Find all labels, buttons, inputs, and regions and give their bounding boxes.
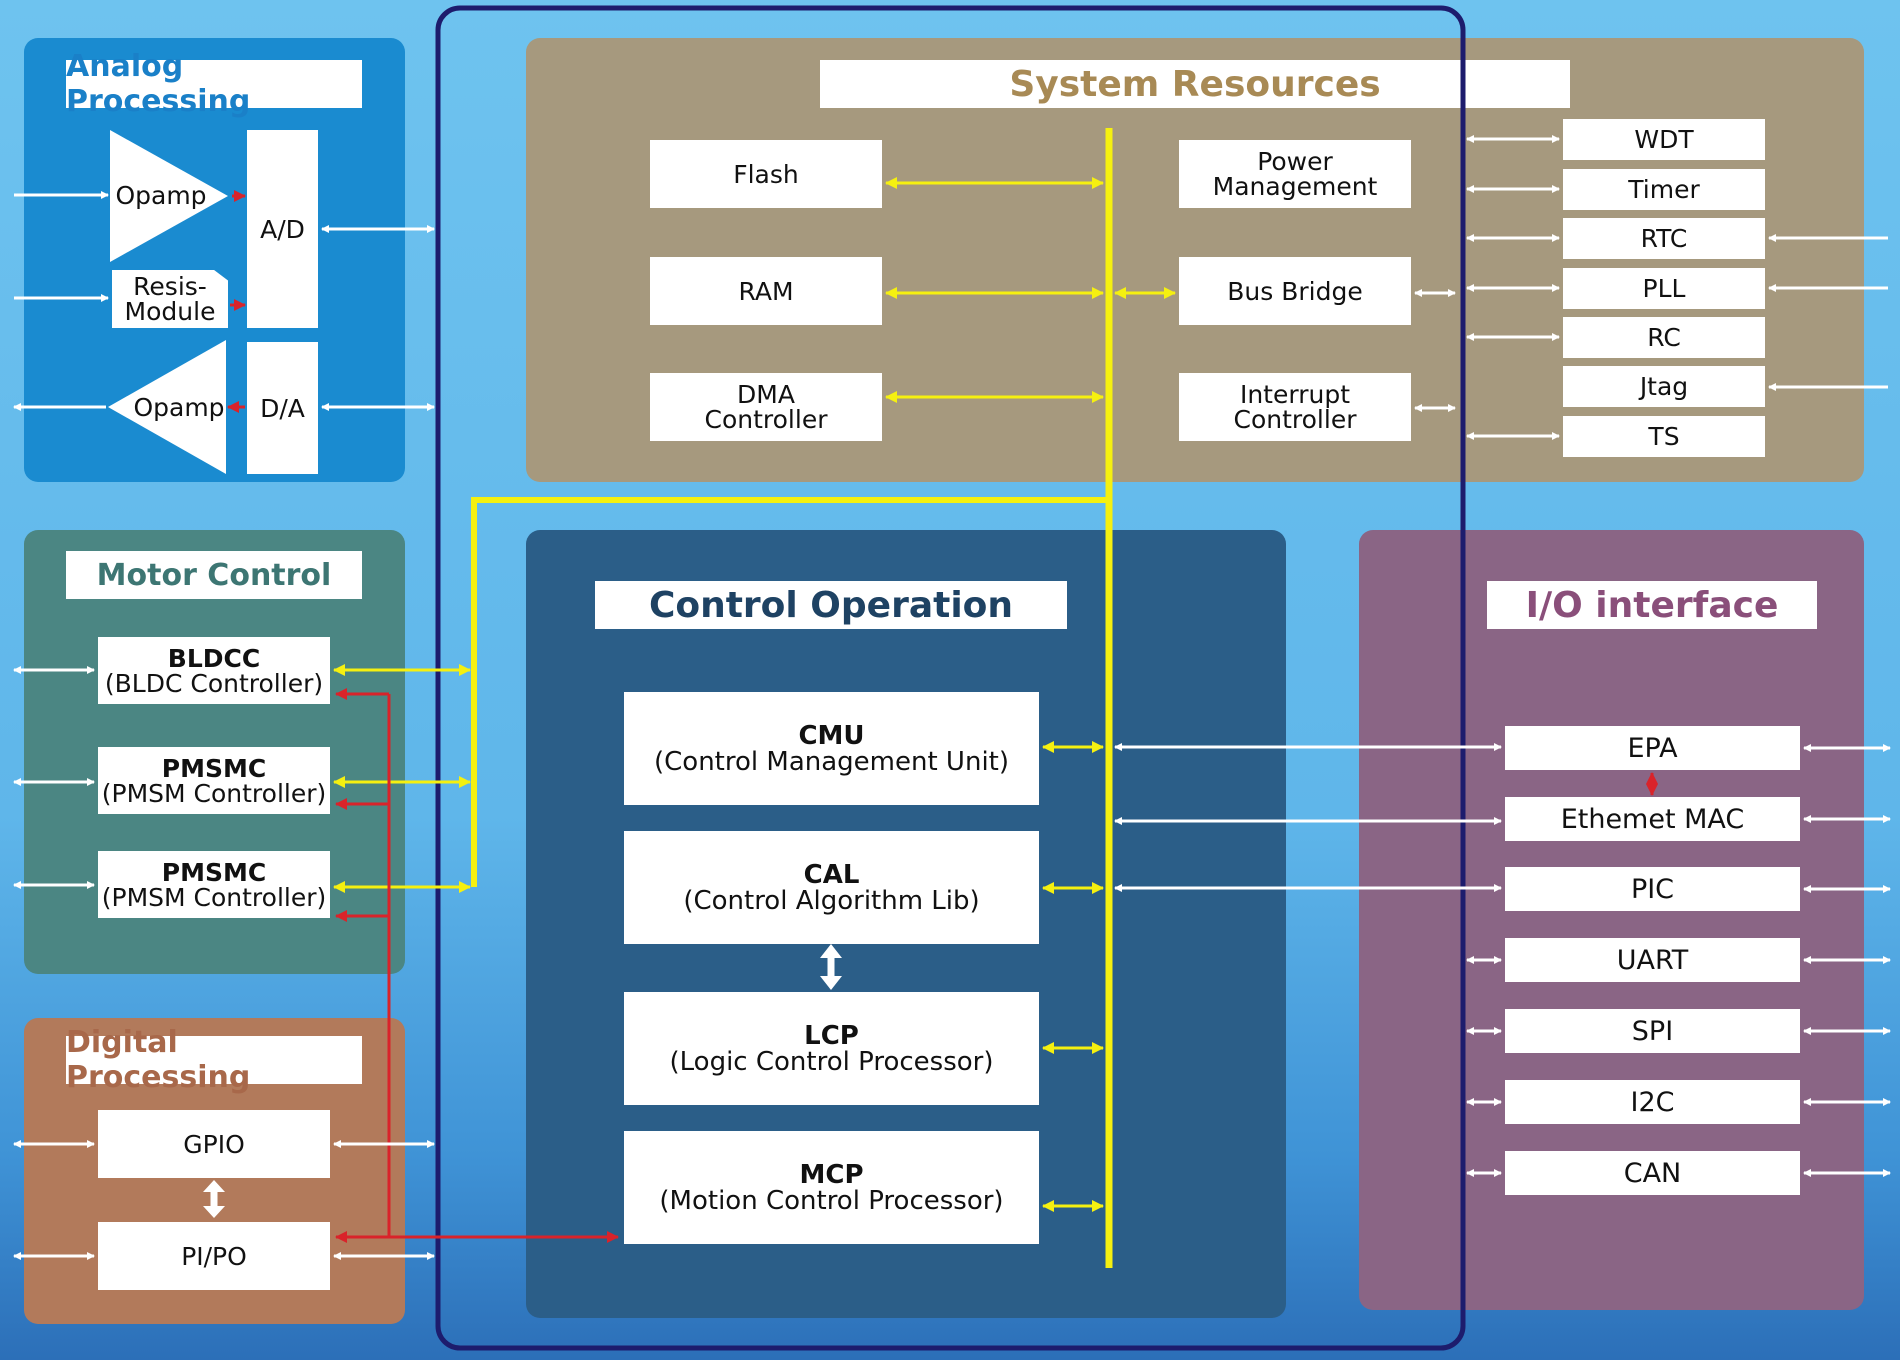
resis-module-box: Resis- Module (112, 270, 228, 328)
opamp-input-label: Opamp (115, 180, 207, 210)
resis-module-line1: Resis- (133, 272, 207, 301)
motor-item-bldcc: BLDCC (BLDC Controller) (98, 637, 330, 704)
motor-item-name: PMSMC (161, 857, 267, 887)
dma-line1: DMA (737, 380, 795, 409)
motor-item-name: PMSMC (161, 753, 267, 783)
control-item-name: CMU (798, 720, 865, 751)
motor-item-desc: (PMSM Controller) (101, 882, 327, 912)
motor-item-pmsmc-2: PMSMC (PMSM Controller) (98, 851, 330, 918)
io-item-spi: SPI (1505, 1009, 1800, 1053)
dma-controller-box: DMA Controller (650, 373, 882, 441)
power-line1: Power (1257, 147, 1333, 176)
power-management-box: Power Management (1179, 140, 1411, 208)
interrupt-line2: Controller (1233, 405, 1357, 434)
interrupt-controller-box: Interrupt Controller (1179, 373, 1411, 441)
io-item-i2c: I2C (1505, 1080, 1800, 1124)
ad-converter-box: A/D (247, 130, 318, 328)
peripheral-ts: TS (1563, 416, 1765, 457)
control-item-desc: (Control Algorithm Lib) (683, 885, 980, 916)
interrupt-line1: Interrupt (1239, 380, 1351, 409)
bus-bridge-box: Bus Bridge (1179, 257, 1411, 325)
peripheral-wdt: WDT (1563, 119, 1765, 160)
opamp-output-label: Opamp (133, 392, 225, 422)
motor-item-desc: (BLDC Controller) (104, 668, 324, 698)
peripheral-timer: Timer (1563, 169, 1765, 210)
peripheral-rc: RC (1563, 317, 1765, 358)
control-item-name: MCP (799, 1159, 864, 1190)
control-item-mcp: MCP (Motion Control Processor) (624, 1131, 1039, 1244)
control-item-desc: (Logic Control Processor) (669, 1046, 994, 1077)
peripheral-rtc: RTC (1563, 218, 1765, 259)
control-item-lcp: LCP (Logic Control Processor) (624, 992, 1039, 1105)
dma-line2: Controller (704, 405, 828, 434)
control-item-desc: (Motion Control Processor) (659, 1185, 1004, 1216)
io-interface-title: I/O interface (1487, 581, 1817, 629)
motor-item-pmsmc-1: PMSMC (PMSM Controller) (98, 747, 330, 814)
opamp-output-triangle (108, 340, 226, 474)
peripheral-pll: PLL (1563, 268, 1765, 309)
system-resources-title: System Resources (820, 60, 1570, 108)
io-item-can: CAN (1505, 1151, 1800, 1195)
control-item-cal: CAL (Control Algorithm Lib) (624, 831, 1039, 944)
motor-item-desc: (PMSM Controller) (101, 778, 327, 808)
digital-processing-title: Digital Processing (66, 1025, 362, 1095)
da-converter-box: D/A (247, 342, 318, 474)
io-item-epa: EPA (1505, 726, 1800, 770)
control-operation-title: Control Operation (595, 581, 1067, 629)
ram-box: RAM (650, 257, 882, 325)
opamp-input-triangle (110, 130, 228, 262)
resis-module-line2: Module (124, 297, 216, 326)
pipo-box: PI/PO (98, 1222, 330, 1290)
analog-processing-title: Analog Processing (66, 49, 362, 119)
control-item-name: LCP (804, 1020, 859, 1051)
io-item-uart: UART (1505, 938, 1800, 982)
peripheral-jtag: Jtag (1563, 366, 1765, 407)
io-item-ethernet-mac: Ethemet MAC (1505, 797, 1800, 841)
power-line2: Management (1212, 172, 1378, 201)
control-item-cmu: CMU (Control Management Unit) (624, 692, 1039, 805)
io-item-pic: PIC (1505, 867, 1800, 911)
control-item-desc: (Control Management Unit) (654, 746, 1009, 777)
motor-item-name: BLDCC (167, 643, 261, 673)
flash-box: Flash (650, 140, 882, 208)
gpio-box: GPIO (98, 1110, 330, 1178)
motor-control-title: Motor Control (66, 551, 362, 599)
control-item-name: CAL (803, 859, 860, 890)
